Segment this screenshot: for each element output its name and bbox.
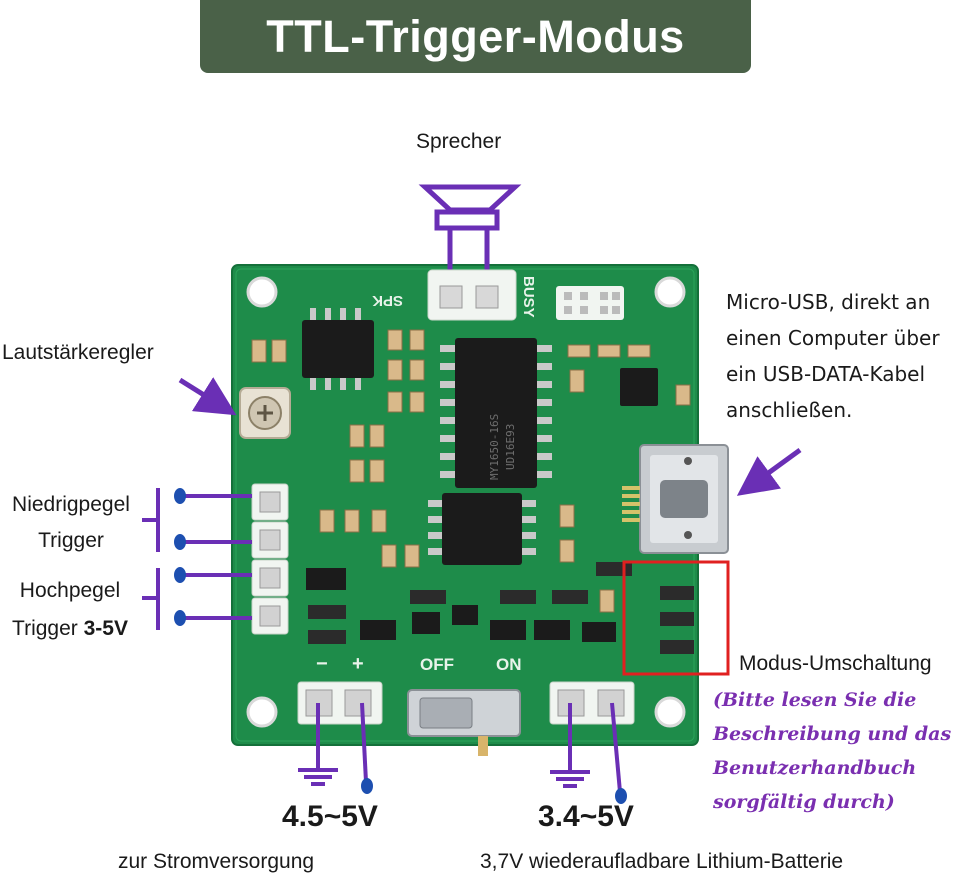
chip-marking: MY1650-16S — [488, 414, 501, 480]
plus-marking: + — [352, 653, 364, 675]
trigger-pads — [251, 483, 289, 635]
power-slide-switch — [407, 689, 521, 756]
title-banner: TTL-Trigger-Modus — [200, 0, 751, 73]
off-marking: OFF — [420, 655, 454, 674]
usb-description: Micro-USB, direkt an einen Computer über… — [726, 290, 940, 422]
page-title: TTL-Trigger-Modus — [266, 10, 685, 62]
mount-hole — [654, 276, 686, 308]
power-wires — [298, 702, 622, 793]
passive-components — [251, 329, 691, 613]
mode-switch-label: Modus-Umschaltung — [739, 652, 932, 675]
mode-switch-highlight — [622, 560, 730, 676]
resistors — [308, 562, 694, 654]
mount-hole — [246, 696, 278, 728]
power-supply-label: zur Stromversorgung — [118, 850, 315, 873]
chip-marking: UD16E93 — [504, 424, 517, 470]
mount-hole — [246, 276, 278, 308]
spk-marking: SPK — [372, 292, 403, 309]
ground-icon — [361, 778, 627, 804]
volume-knob-icon — [239, 387, 291, 439]
micro-usb-port — [622, 444, 729, 554]
transistors — [306, 568, 616, 642]
mode-switch-note: (Bitte lesen Sie die Beschreibung und da… — [713, 689, 952, 813]
ic-regulator — [620, 368, 658, 406]
trigger-brackets — [142, 488, 160, 630]
mount-hole — [654, 696, 686, 728]
battery-label: 3,7V wiederaufladbare Lithium-Batterie — [480, 850, 844, 873]
high-trigger-label: Hochpegel Trigger 3-5V — [12, 579, 128, 640]
low-trigger-label: Niedrigpegel Trigger — [12, 493, 130, 552]
ic-amplifier — [302, 320, 374, 378]
ic-main — [455, 338, 537, 488]
busy-marking: BUSY — [520, 276, 537, 318]
minus-marking: − — [316, 653, 328, 675]
usb-arrow-icon — [736, 447, 802, 496]
ic-flash — [442, 493, 522, 565]
speaker-label: Sprecher — [416, 130, 502, 153]
voltage-left: 4.5~5V — [282, 800, 378, 833]
trigger-wires — [174, 488, 252, 626]
volume-label: Lautstärkeregler — [2, 341, 154, 364]
on-marking: ON — [496, 655, 522, 674]
speaker-icon — [418, 184, 522, 275]
volume-arrow-icon — [178, 377, 237, 416]
voltage-right: 3.4~5V — [538, 800, 634, 833]
